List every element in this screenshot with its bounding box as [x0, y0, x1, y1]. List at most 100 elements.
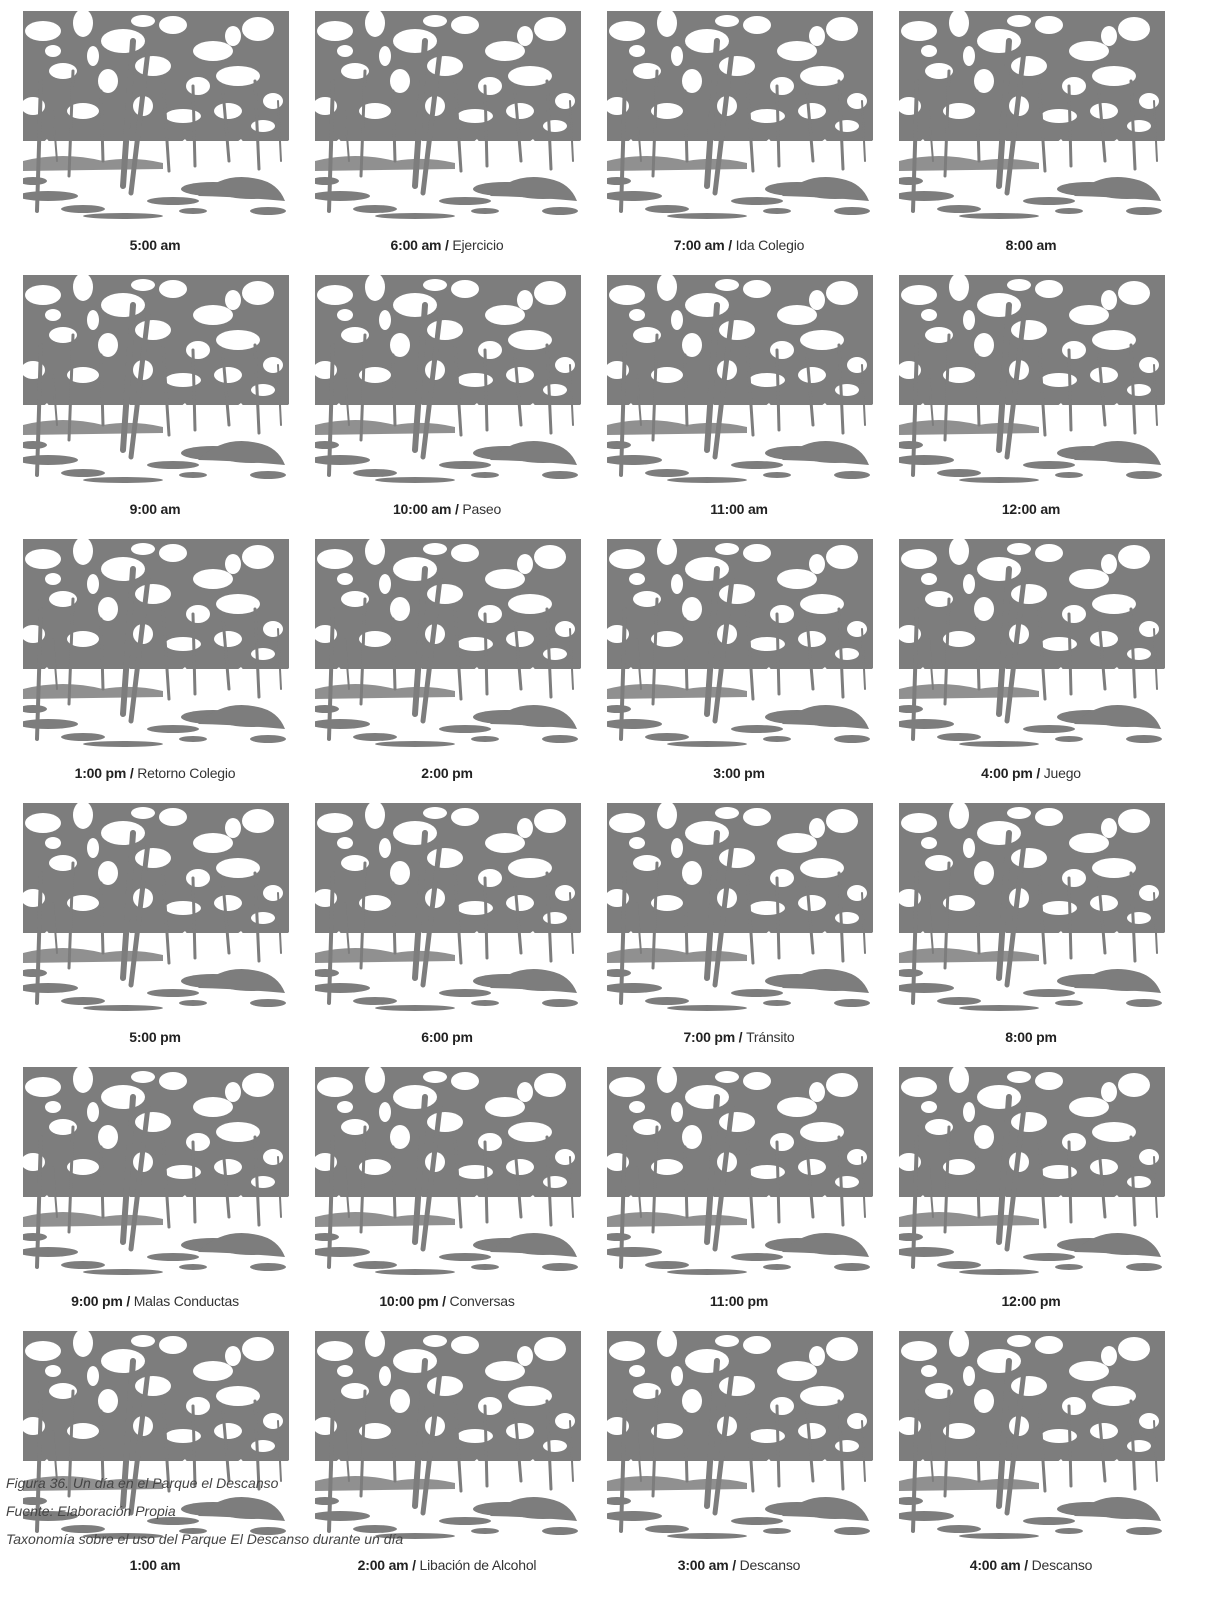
time-panel: 10:00 am / Paseo [292, 264, 592, 537]
panel-caption: 3:00 am / Descanso [584, 1557, 894, 1573]
time-panel: 8:00 pm [876, 792, 1176, 1065]
panel-time: 3:00 pm [713, 765, 765, 781]
panel-caption: 10:00 am / Paseo [292, 501, 602, 517]
time-panel: 6:00 pm [292, 792, 592, 1065]
panel-caption: 6:00 pm [292, 1029, 602, 1045]
park-scene-illustration [23, 275, 289, 487]
time-panel: 4:00 pm / Juego [876, 528, 1176, 801]
park-scene-illustration [315, 539, 581, 751]
panel-activity: Ejercicio [452, 237, 504, 253]
panel-caption: 6:00 am / Ejercicio [292, 237, 602, 253]
park-scene-illustration [315, 275, 581, 487]
panel-time: 5:00 am [129, 237, 181, 253]
panel-time: 5:00 pm [129, 1029, 181, 1045]
panel-time: 9:00 pm [71, 1293, 123, 1309]
panel-time: 4:00 pm [981, 765, 1033, 781]
park-scene-illustration [899, 539, 1165, 751]
time-panel: 12:00 pm [876, 1056, 1176, 1329]
panel-caption: 7:00 pm / Tránsito [584, 1029, 894, 1045]
time-panel: 2:00 am / Libación de Alcohol [292, 1320, 592, 1593]
park-scene-illustration [23, 11, 289, 223]
caption-separator: / [451, 501, 463, 517]
panel-time: 2:00 pm [421, 765, 473, 781]
panel-caption: 9:00 am [0, 501, 310, 517]
panel-caption: 12:00 am [876, 501, 1186, 517]
panel-caption: 5:00 pm [0, 1029, 310, 1045]
caption-separator: / [1032, 765, 1044, 781]
panel-time: 8:00 am [1005, 237, 1057, 253]
figure-source: Fuente: Elaboración Propia [6, 1503, 176, 1519]
caption-separator: / [438, 1293, 450, 1309]
time-panel: 5:00 pm [0, 792, 300, 1065]
panel-time: 10:00 am [392, 501, 452, 517]
time-panel: 9:00 pm / Malas Conductas [0, 1056, 300, 1329]
panel-activity: Paseo [462, 501, 502, 517]
park-scene-illustration [23, 539, 289, 751]
figure-description: Taxonomía sobre el uso del Parque El Des… [6, 1531, 404, 1547]
park-scene-illustration [315, 11, 581, 223]
caption-separator: / [441, 237, 453, 253]
time-panel: 9:00 am [0, 264, 300, 537]
panel-caption: 4:00 am / Descanso [876, 1557, 1186, 1573]
time-panel: 12:00 am [876, 264, 1176, 537]
park-scene-illustration [315, 1067, 581, 1279]
caption-separator: / [1020, 1557, 1032, 1573]
panel-caption: 5:00 am [0, 237, 310, 253]
panel-caption: 10:00 pm / Conversas [292, 1293, 602, 1309]
panel-activity: Descanso [739, 1557, 801, 1573]
panel-caption: 11:00 pm [584, 1293, 894, 1309]
park-scene-illustration [607, 539, 873, 751]
time-panel: 10:00 pm / Conversas [292, 1056, 592, 1329]
panel-activity: Tránsito [746, 1029, 795, 1045]
park-scene-illustration [23, 1067, 289, 1279]
park-scene-illustration [607, 1067, 873, 1279]
panel-activity: Ida Colegio [735, 237, 805, 253]
panel-time: 8:00 pm [1005, 1029, 1057, 1045]
panel-caption: 3:00 pm [584, 765, 894, 781]
park-scene-illustration [607, 275, 873, 487]
time-panel: 2:00 pm [292, 528, 592, 801]
caption-separator: / [728, 1557, 740, 1573]
panel-caption: 2:00 am / Libación de Alcohol [292, 1557, 602, 1573]
park-scene-illustration [315, 803, 581, 1015]
panel-time: 11:00 am [710, 501, 768, 517]
panel-caption: 4:00 pm / Juego [876, 765, 1186, 781]
panel-time: 4:00 am [969, 1557, 1021, 1573]
panel-time: 1:00 pm [74, 765, 127, 781]
caption-separator: / [724, 237, 736, 253]
time-panel: 4:00 am / Descanso [876, 1320, 1176, 1593]
park-scene-illustration [899, 11, 1165, 223]
park-scene-illustration [315, 1331, 581, 1543]
time-panel: 1:00 pm / Retorno Colegio [0, 528, 300, 801]
panel-time: 7:00 pm [683, 1029, 735, 1045]
time-panel: 6:00 am / Ejercicio [292, 0, 592, 273]
panel-time: 10:00 pm [379, 1293, 439, 1309]
panel-time: 9:00 am [129, 501, 181, 517]
panel-caption: 1:00 pm / Retorno Colegio [0, 765, 310, 781]
panel-caption: 11:00 am [584, 501, 894, 517]
panel-activity: Conversas [449, 1293, 515, 1309]
park-scene-illustration [899, 1067, 1165, 1279]
park-scene-illustration [899, 275, 1165, 487]
panel-activity: Retorno Colegio [137, 765, 236, 781]
time-panel: 5:00 am [0, 0, 300, 273]
panel-activity: Juego [1043, 765, 1081, 781]
caption-separator: / [126, 765, 138, 781]
park-scene-illustration [899, 1331, 1165, 1543]
time-panel: 3:00 am / Descanso [584, 1320, 884, 1593]
panel-caption: 9:00 pm / Malas Conductas [0, 1293, 310, 1309]
panel-time: 7:00 am [673, 237, 725, 253]
panel-caption: 8:00 am [876, 237, 1186, 253]
park-scene-illustration [23, 803, 289, 1015]
panel-activity: Descanso [1031, 1557, 1093, 1573]
park-scene-illustration [23, 1331, 289, 1543]
time-panel: 11:00 pm [584, 1056, 884, 1329]
panel-activity: Libación de Alcohol [419, 1557, 537, 1573]
panel-caption: 2:00 pm [292, 765, 602, 781]
time-panel: 7:00 pm / Tránsito [584, 792, 884, 1065]
caption-separator: / [122, 1293, 134, 1309]
panel-caption: 1:00 am [0, 1557, 310, 1573]
panel-caption: 8:00 pm [876, 1029, 1186, 1045]
panel-time: 6:00 pm [421, 1029, 473, 1045]
